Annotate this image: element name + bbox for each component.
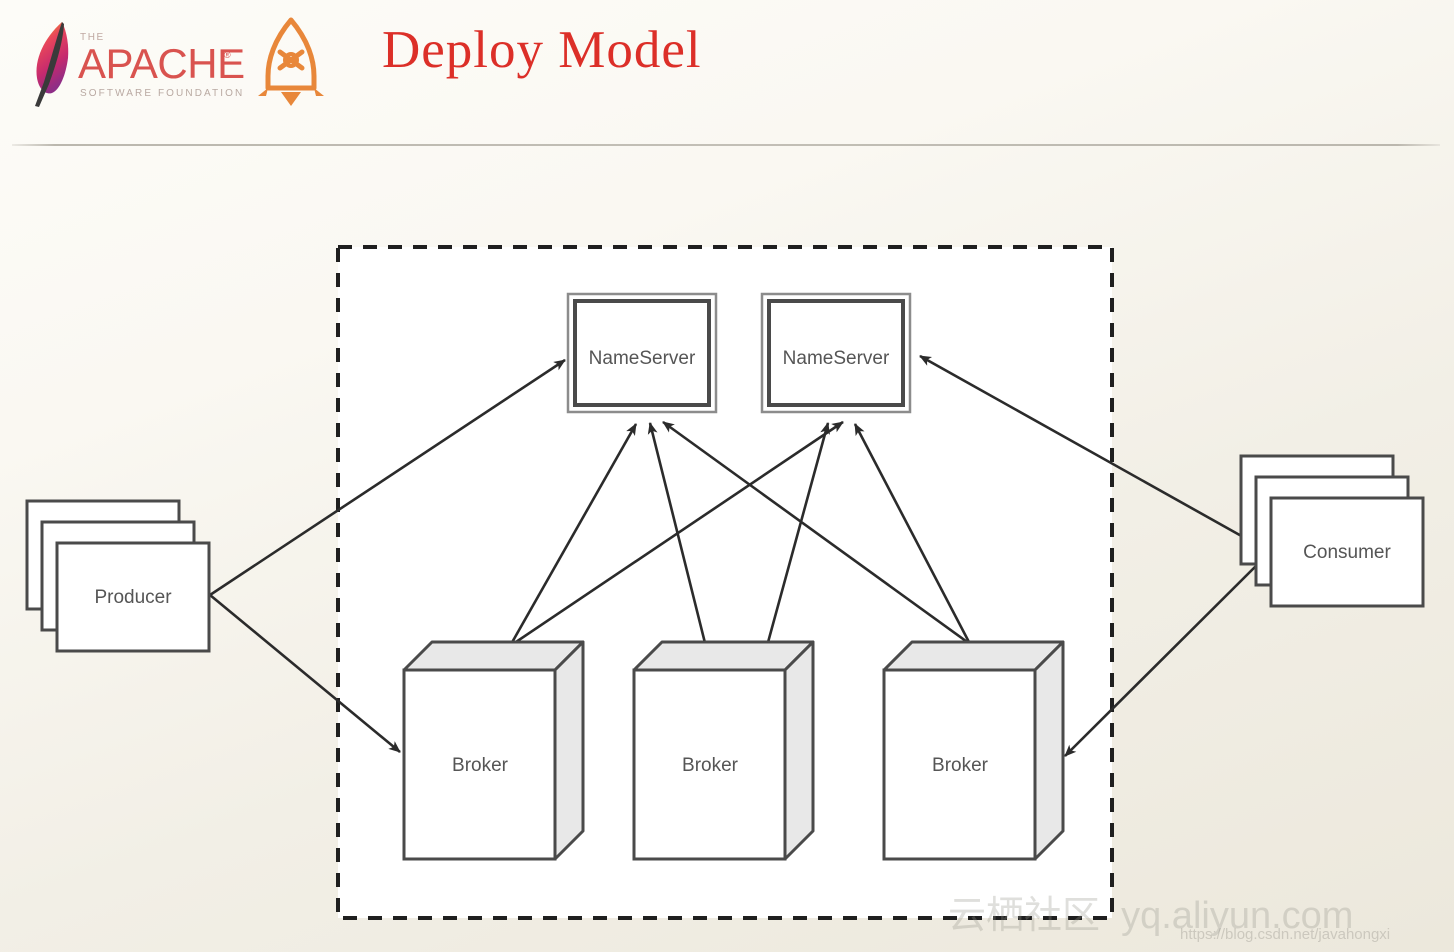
- broker-3[interactable]: Broker: [882, 640, 1065, 861]
- header-divider: [12, 144, 1440, 146]
- edge-producer-to-nameserver-1: [209, 358, 566, 597]
- apache-tagline-text: SOFTWARE FOUNDATION: [80, 88, 244, 99]
- diagram-svg: NameServer NameServer Broker Broker: [25, 245, 1425, 920]
- nameserver-2[interactable]: NameServer: [760, 292, 912, 414]
- rocket-icon: [258, 17, 324, 106]
- nameserver-1-label: NameServer: [589, 348, 696, 369]
- deploy-model-diagram: NameServer NameServer Broker Broker: [0, 146, 1454, 952]
- slide-header: THE APACHE ® SOFTWARE FOUNDATION: [0, 0, 1454, 146]
- apache-logo: THE APACHE ® SOFTWARE FOUNDATION: [18, 16, 246, 108]
- broker-2-label: Broker: [682, 755, 739, 776]
- consumer[interactable]: Consumer: [1239, 454, 1425, 608]
- producer-stack-front: [55, 541, 211, 653]
- broker-3-label: Broker: [932, 755, 989, 776]
- apache-the-text: THE: [80, 32, 105, 43]
- nameserver-2-label: NameServer: [783, 348, 890, 369]
- producer-label: Producer: [94, 587, 172, 608]
- edge-consumer-to-nameserver-2: [919, 354, 1271, 554]
- apache-feather-icon: [35, 22, 69, 107]
- edge-producer-to-broker-1: [209, 593, 401, 754]
- apache-name-text: APACHE: [78, 40, 245, 87]
- producer[interactable]: Producer: [25, 499, 211, 653]
- apache-trademark-text: ®: [224, 50, 231, 60]
- edge-broker-1-to-nameserver-1: [508, 423, 638, 647]
- rocketmq-logo: [250, 14, 332, 110]
- diagram-edges: [209, 354, 1271, 764]
- broker-2[interactable]: Broker: [632, 640, 815, 861]
- edge-broker-3-to-nameserver-2: [853, 423, 972, 645]
- broker-1-label: Broker: [452, 755, 509, 776]
- page-title: Deploy Model: [382, 21, 702, 79]
- broker-1[interactable]: Broker: [402, 640, 585, 861]
- nameserver-1[interactable]: NameServer: [566, 292, 718, 414]
- apache-logo-svg: THE APACHE ® SOFTWARE FOUNDATION: [35, 22, 245, 107]
- consumer-stack-front: [1269, 496, 1425, 608]
- edge-broker-3-to-nameserver-1: [662, 420, 971, 646]
- edge-consumer-to-broker-3: [1064, 551, 1271, 757]
- consumer-label: Consumer: [1303, 542, 1391, 563]
